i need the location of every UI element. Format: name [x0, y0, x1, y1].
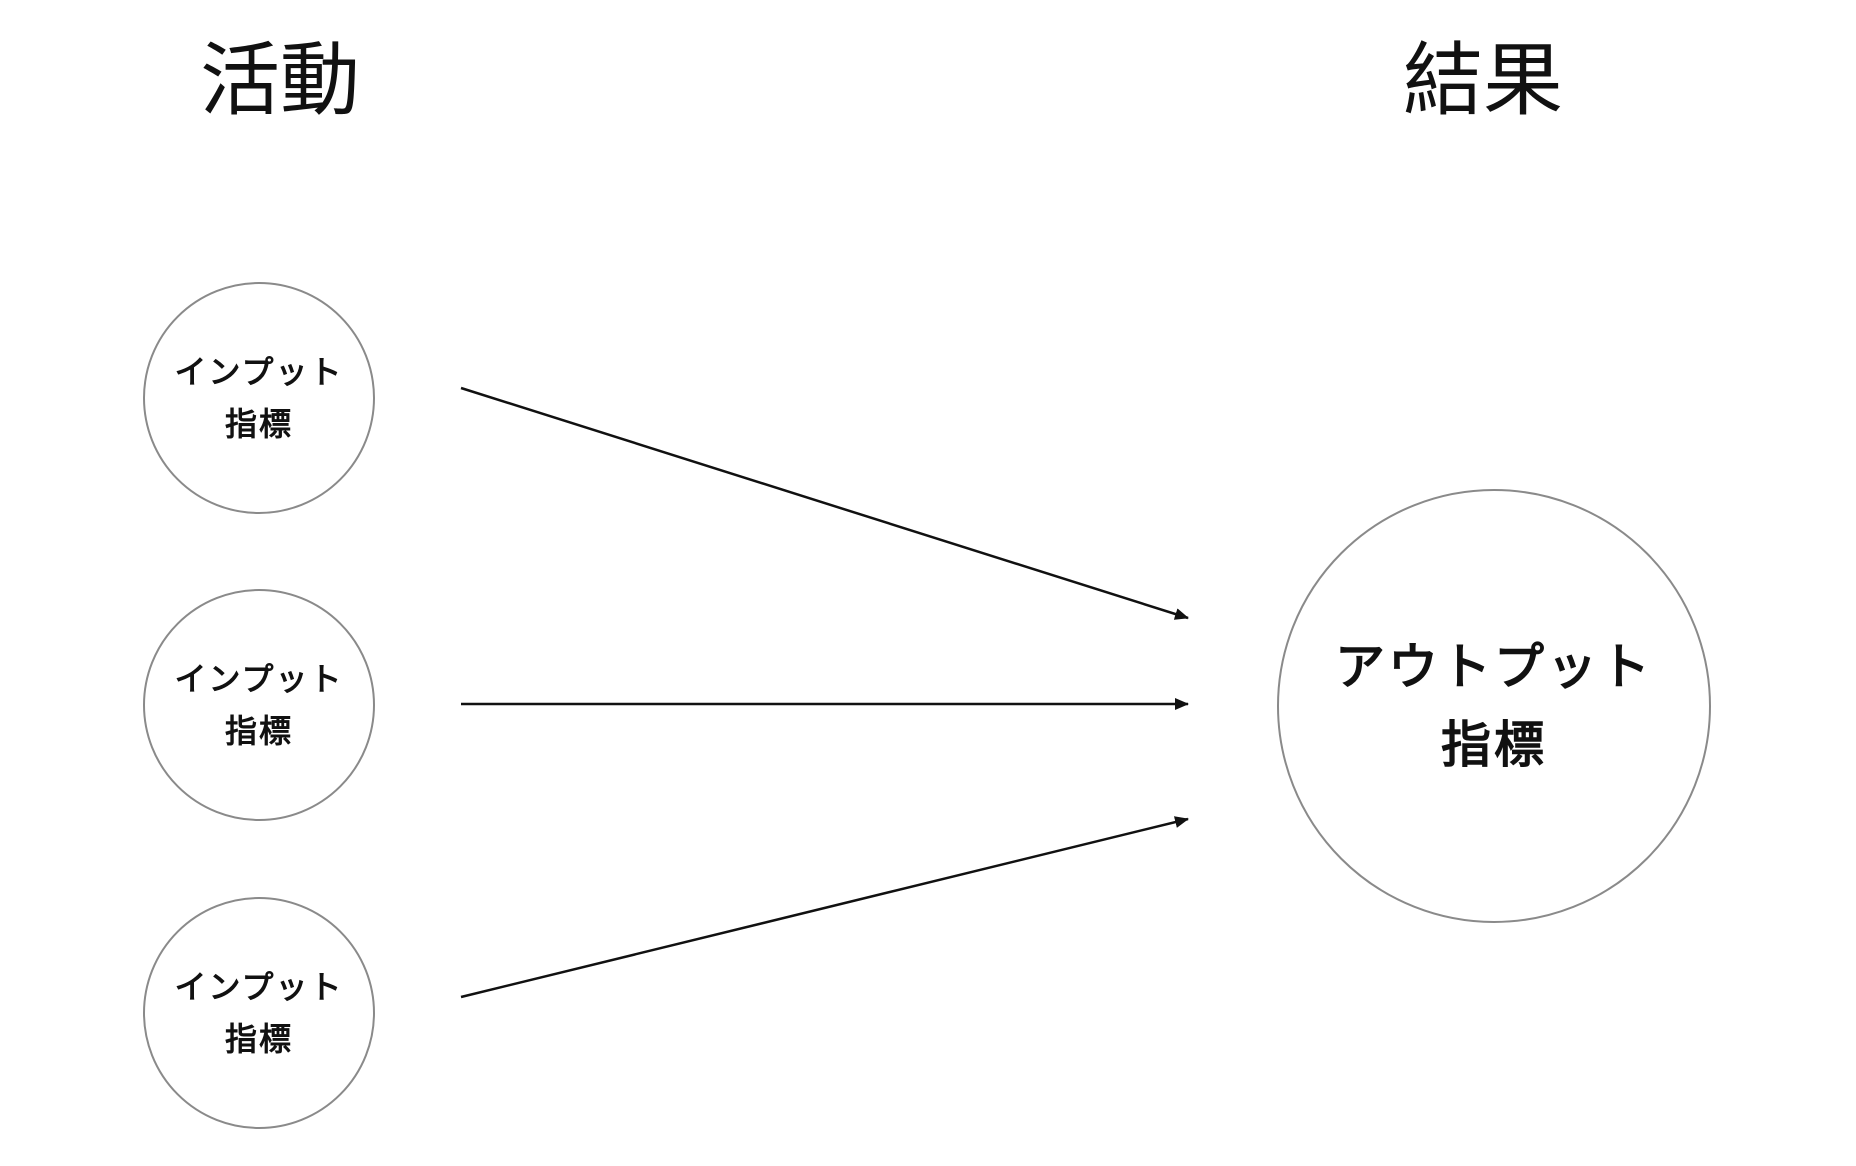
- input-indicator-sublabel: 指標: [224, 1020, 293, 1058]
- input-indicator-label: インプット: [174, 353, 344, 391]
- input-indicator-label: インプット: [174, 660, 344, 698]
- input-indicator-node-2: インプット 指標: [143, 589, 375, 821]
- arrow-input-1-to-output: [460, 386, 1189, 620]
- input-indicator-label: インプット: [174, 968, 344, 1006]
- activity-heading: 活動: [200, 34, 360, 127]
- input-indicator-node-3: インプット 指標: [143, 897, 375, 1129]
- input-indicator-sublabel: 指標: [224, 712, 293, 750]
- input-indicator-sublabel: 指標: [224, 405, 293, 443]
- result-heading: 結果: [1403, 34, 1563, 127]
- arrow-input-3-to-output: [460, 816, 1189, 999]
- output-indicator-node: アウトプット 指標: [1277, 489, 1711, 923]
- output-indicator-sublabel: 指標: [1441, 716, 1547, 774]
- output-indicator-label: アウトプット: [1335, 638, 1653, 696]
- input-indicator-node-1: インプット 指標: [143, 282, 375, 514]
